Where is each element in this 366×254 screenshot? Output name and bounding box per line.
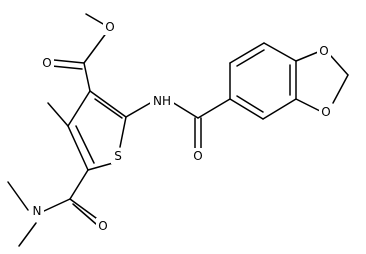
- dioxole-ring: [295, 51, 349, 112]
- bond-c4-c3: [67, 90, 91, 127]
- bond-ch2-o-bottom: [332, 74, 349, 104]
- bond-c2-s: [119, 116, 127, 148]
- bond-c2-nh: [125, 101, 153, 118]
- atom-o-amide-carbonyl: O: [193, 149, 202, 163]
- bond-n-methyl-down: [18, 222, 37, 247]
- atom-o-ester-carbonyl: O: [42, 56, 51, 70]
- amide-linker: [125, 98, 231, 149]
- atom-o-dimethylamide-carbonyl: O: [98, 219, 107, 233]
- bond-o-bottom-ar: [295, 98, 321, 112]
- bond-c5-amide-c: [69, 169, 89, 200]
- bond-ar-f-inner: [236, 95, 264, 113]
- benzene-ring: [229, 42, 297, 120]
- bond-dma-co-a: [69, 198, 97, 219]
- bond-dma-c-n: [43, 198, 71, 212]
- bond-ester-to-ring: [83, 62, 91, 92]
- atom-o-dioxole-bottom: O: [321, 105, 330, 119]
- atom-n-amide: NH: [153, 94, 171, 108]
- bond-ester-carbonyl-b: [51, 65, 83, 70]
- bond-ester-carbonyl-a: [53, 59, 85, 64]
- atom-n-dimethylamide: N: [33, 204, 42, 218]
- atom-o-ester-methyl: O: [105, 20, 114, 34]
- methyl-ester-group: [51, 13, 111, 92]
- bond-ar-e: [262, 98, 297, 120]
- dimethylamide-group: [7, 169, 97, 247]
- bond-carbonyl-aryl: [197, 98, 231, 119]
- bond-ar-o-top: [295, 51, 319, 62]
- atom-s-thiophene: S: [114, 149, 122, 163]
- bond-c5-c4: [67, 125, 89, 171]
- atom-o-dioxole-top: O: [319, 44, 328, 58]
- bond-c5-c4-inner: [75, 125, 95, 164]
- bond-s-c5: [87, 162, 114, 171]
- bond-ar-b: [229, 42, 265, 64]
- bond-nh-carbonyl: [171, 101, 199, 119]
- bond-c3-c2: [89, 90, 127, 118]
- bond-ar-c: [263, 42, 297, 62]
- bond-o-top-ch2: [330, 55, 349, 76]
- bond-dma-co-b: [72, 203, 97, 225]
- bond-ar-f: [229, 98, 264, 120]
- bond-n-methyl-left: [7, 181, 29, 211]
- bond-ring-methyl: [47, 102, 69, 127]
- bond-c3-c2-inner: [94, 98, 123, 119]
- thiophene-ring: [67, 90, 127, 171]
- bond-ar-b-inner: [236, 49, 265, 67]
- atom-labels: O O NH S O O O N O: [30, 19, 333, 234]
